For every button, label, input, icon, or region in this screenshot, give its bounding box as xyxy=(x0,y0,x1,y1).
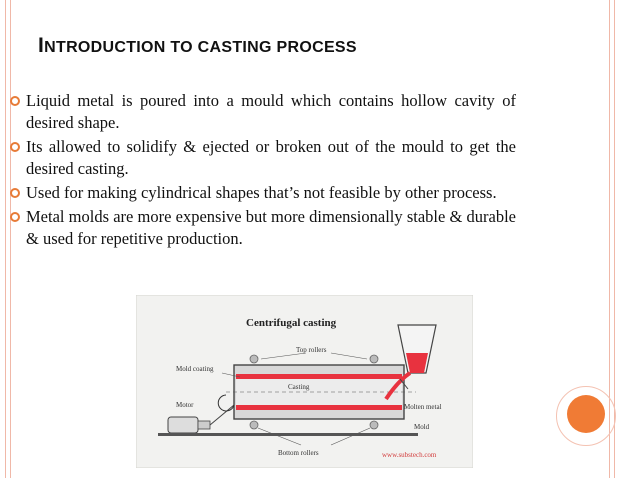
bullet-text: Used for making cylindrical shapes that’… xyxy=(26,183,497,202)
diagram-credit: www.substech.com xyxy=(382,451,437,459)
mold-coating-pointer xyxy=(221,372,241,378)
bullet-list: Liquid metal is poured into a mould whic… xyxy=(10,90,516,252)
bullet-text: Metal molds are more expensive but more … xyxy=(26,207,516,248)
left-rail-line xyxy=(10,0,11,478)
pour-ladle-icon xyxy=(384,324,437,401)
label-casting: Casting xyxy=(288,383,310,391)
bottom-rollers-icon xyxy=(249,420,379,446)
label-motor: Motor xyxy=(176,401,194,409)
centrifugal-casting-diagram: Centrifugal casting Top rollers Casting … xyxy=(136,295,473,468)
bullet-item: Metal molds are more expensive but more … xyxy=(10,206,516,250)
title-rest: NTRODUCTION TO CASTING PROCESS xyxy=(44,39,357,56)
title-initial: I xyxy=(38,34,45,57)
left-rail-line xyxy=(5,0,6,478)
label-mold-coating: Mold coating xyxy=(176,365,214,373)
mold-body xyxy=(226,364,416,420)
bullet-icon xyxy=(10,142,20,152)
label-molten-metal: Molten metal xyxy=(404,403,442,411)
bullet-item: Liquid metal is poured into a mould whic… xyxy=(10,90,516,134)
label-mold: Mold xyxy=(414,423,430,431)
bullet-item: Used for making cylindrical shapes that’… xyxy=(10,182,516,204)
right-rail-line xyxy=(614,0,615,478)
bullet-icon xyxy=(10,212,20,222)
label-bottom-rollers: Bottom rollers xyxy=(278,449,319,457)
machine-base xyxy=(158,433,418,436)
bullet-icon xyxy=(10,96,20,106)
right-rail-line xyxy=(609,0,610,478)
diagram-title: Centrifugal casting xyxy=(246,317,337,329)
bullet-text: Liquid metal is poured into a mould whic… xyxy=(26,91,516,132)
bullet-icon xyxy=(10,188,20,198)
label-top-rollers: Top rollers xyxy=(296,346,327,354)
bullet-text: Its allowed to solidify & ejected or bro… xyxy=(26,137,516,178)
rotation-arrow-icon xyxy=(217,394,235,412)
decorative-orange-circle xyxy=(567,395,605,433)
decorative-ring xyxy=(556,386,616,446)
slide-title: INTRODUCTION TO CASTING PROCESS xyxy=(38,34,357,58)
top-rollers-icon xyxy=(249,352,379,364)
bullet-item: Its allowed to solidify & ejected or bro… xyxy=(10,136,516,180)
